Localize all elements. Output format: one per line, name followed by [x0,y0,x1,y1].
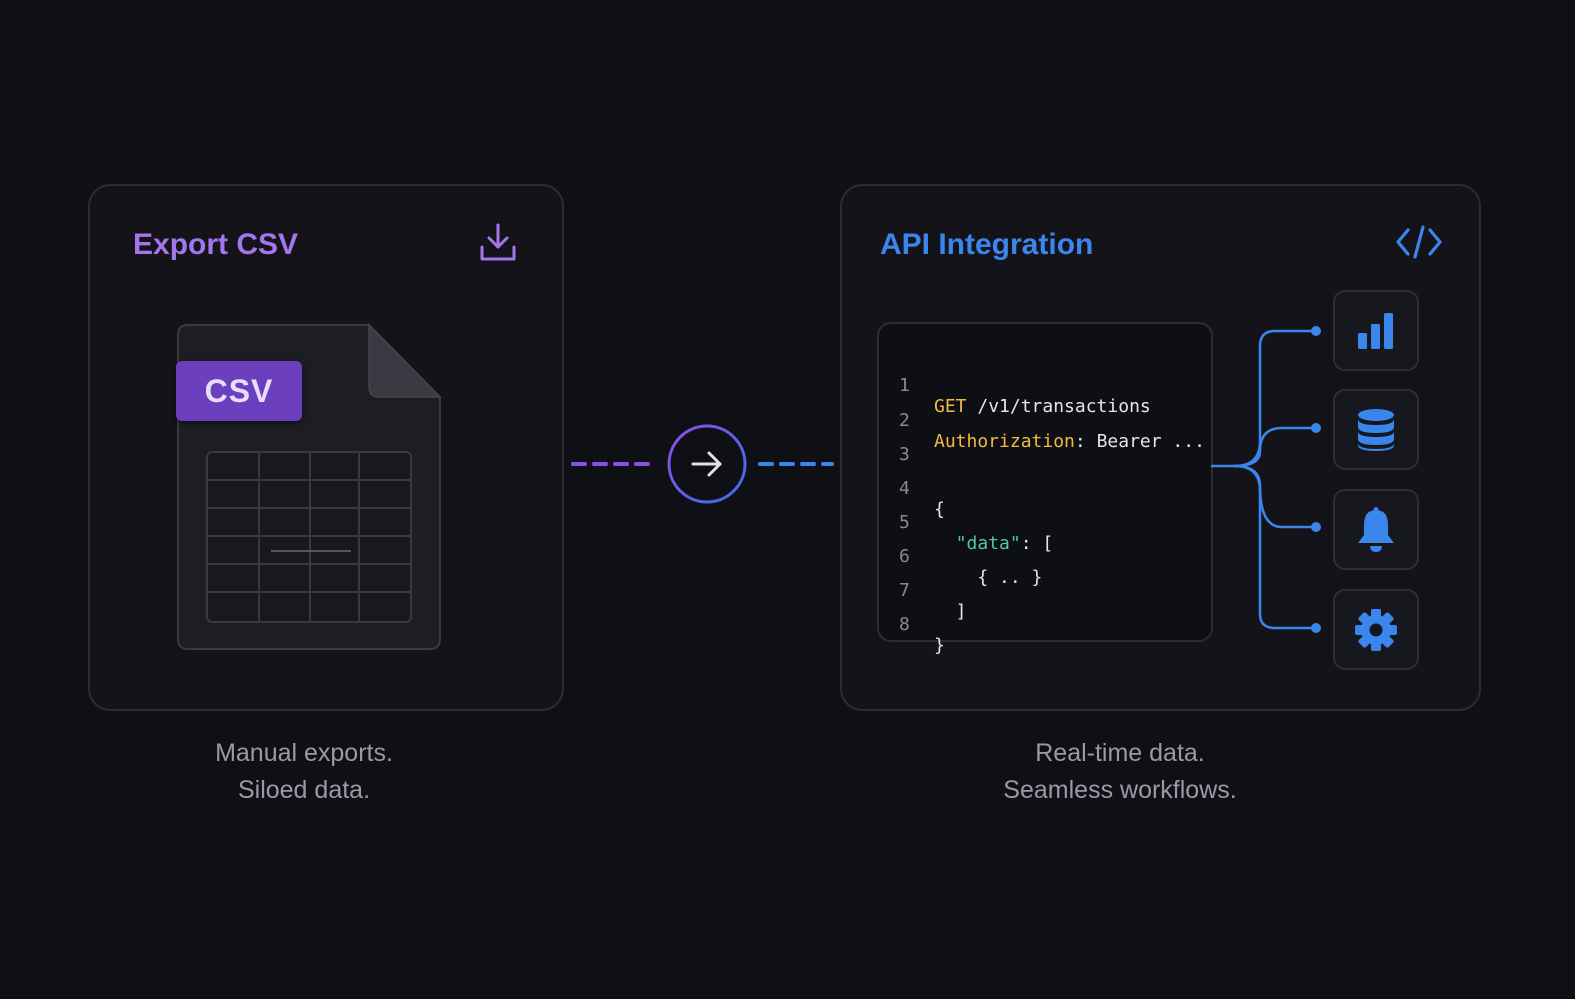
api-caption: Real-time data. Seamless workflows. [1003,739,1237,804]
flow-connector [571,424,834,504]
code-line: 1 GET /v1/transactions [899,375,1151,417]
arrow-right-icon [691,451,722,477]
database-integration[interactable] [1333,389,1419,470]
code-line: 2 Authorization: Bearer ... [899,410,1205,452]
integration-connector-lines [1210,326,1321,633]
csv-file-icon [177,323,442,650]
settings-integration[interactable] [1333,589,1419,670]
code-snippet: 1 GET /v1/transactions 2 Authorization: … [877,322,1213,656]
code-line: 7 ] [899,580,967,622]
api-integration-title: API Integration [880,228,1094,261]
notification-integration[interactable] [1333,489,1419,570]
analytics-integration[interactable] [1333,290,1419,371]
code-line: 3 [899,444,910,465]
bar-chart-icon [1358,312,1393,349]
code-line: 5 "data": [ [899,512,1054,554]
code-icon[interactable] [1395,224,1443,260]
database-icon [1358,408,1394,451]
code-line: 8 } [899,614,945,656]
export-csv-title: Export CSV [133,228,299,261]
export-csv-card: Export CSV CSV [88,184,564,711]
bell-icon [1358,506,1394,552]
download-icon[interactable] [478,221,518,263]
gear-icon [1355,608,1397,651]
code-line: 6 { .. } [899,546,1043,588]
csv-caption: Manual exports. Siloed data. [215,739,393,804]
code-line: 4 { [899,478,945,520]
api-integration-card: API Integration 1 GET /v1/transactions 2… [840,184,1481,711]
csv-badge: CSV [176,361,302,421]
